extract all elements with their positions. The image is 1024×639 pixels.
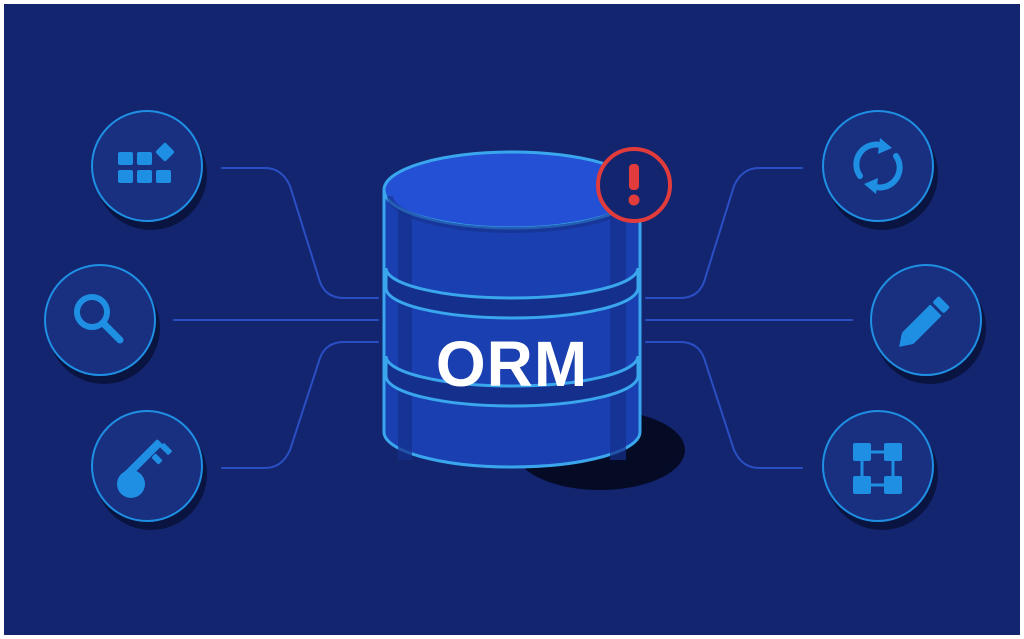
node-key (91, 410, 207, 530)
database-cylinder: ORM (382, 150, 685, 490)
orm-label: ORM (436, 328, 588, 400)
key-icon (117, 439, 172, 498)
node-sync (822, 110, 938, 230)
connector-bottom-right (645, 341, 803, 469)
cylinder-band-lower (384, 355, 640, 408)
connector-top-left (221, 167, 379, 299)
node-structure (822, 410, 938, 530)
pencil-icon (899, 296, 950, 347)
cylinder-band-upper (384, 267, 640, 320)
sync-icon (853, 138, 903, 194)
cylinder-shade-right (610, 210, 626, 460)
alert-icon (596, 147, 672, 223)
cylinder-shade-left (398, 210, 412, 460)
search-icon (74, 294, 124, 344)
node-circles (44, 110, 986, 530)
structure-icon (853, 443, 902, 494)
blocks-icon (118, 142, 175, 183)
connectors (173, 167, 853, 469)
connector-top-right (645, 167, 803, 299)
connector-bottom-left (221, 341, 379, 469)
